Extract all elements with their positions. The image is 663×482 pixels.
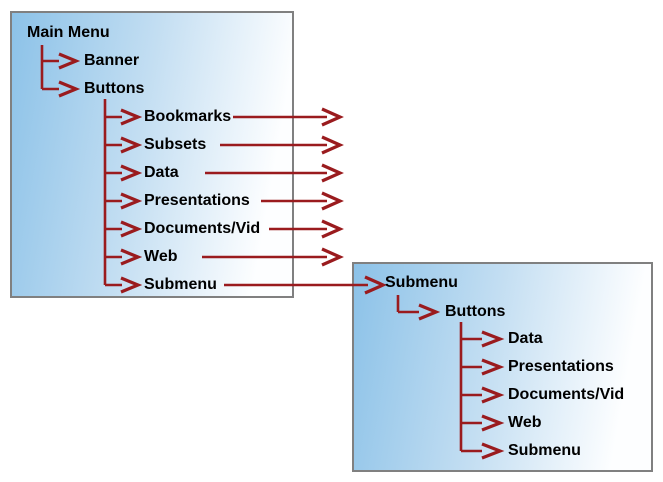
node-main-menu: Main Menu: [27, 24, 110, 41]
node-web-main: Web: [144, 248, 178, 265]
node-documents-vid-sub: Documents/Vid: [508, 386, 625, 403]
node-buttons-sub: Buttons: [445, 303, 506, 320]
arrow-right-icon: [321, 247, 344, 267]
arrow-right-icon: [321, 163, 344, 183]
node-submenu-main: Submenu: [144, 276, 217, 293]
node-subsets: Subsets: [144, 136, 207, 153]
node-web-sub: Web: [508, 414, 542, 431]
arrow-right-icon: [321, 219, 344, 239]
node-banner: Banner: [84, 52, 140, 69]
arrow-right-icon: [321, 191, 344, 211]
node-buttons-main: Buttons: [84, 80, 145, 97]
node-data-sub: Data: [508, 330, 543, 347]
arrow-right-icon: [321, 107, 344, 127]
node-submenu-root: Submenu: [385, 274, 458, 291]
main-menu-panel: [10, 11, 294, 298]
node-documents-vid-main: Documents/Vid: [144, 220, 261, 237]
arrow-right-icon: [321, 135, 344, 155]
node-presentations-main: Presentations: [144, 192, 250, 209]
node-presentations-sub: Presentations: [508, 358, 614, 375]
node-bookmarks: Bookmarks: [144, 108, 232, 125]
node-submenu-sub: Submenu: [508, 442, 581, 459]
node-data-main: Data: [144, 164, 179, 181]
